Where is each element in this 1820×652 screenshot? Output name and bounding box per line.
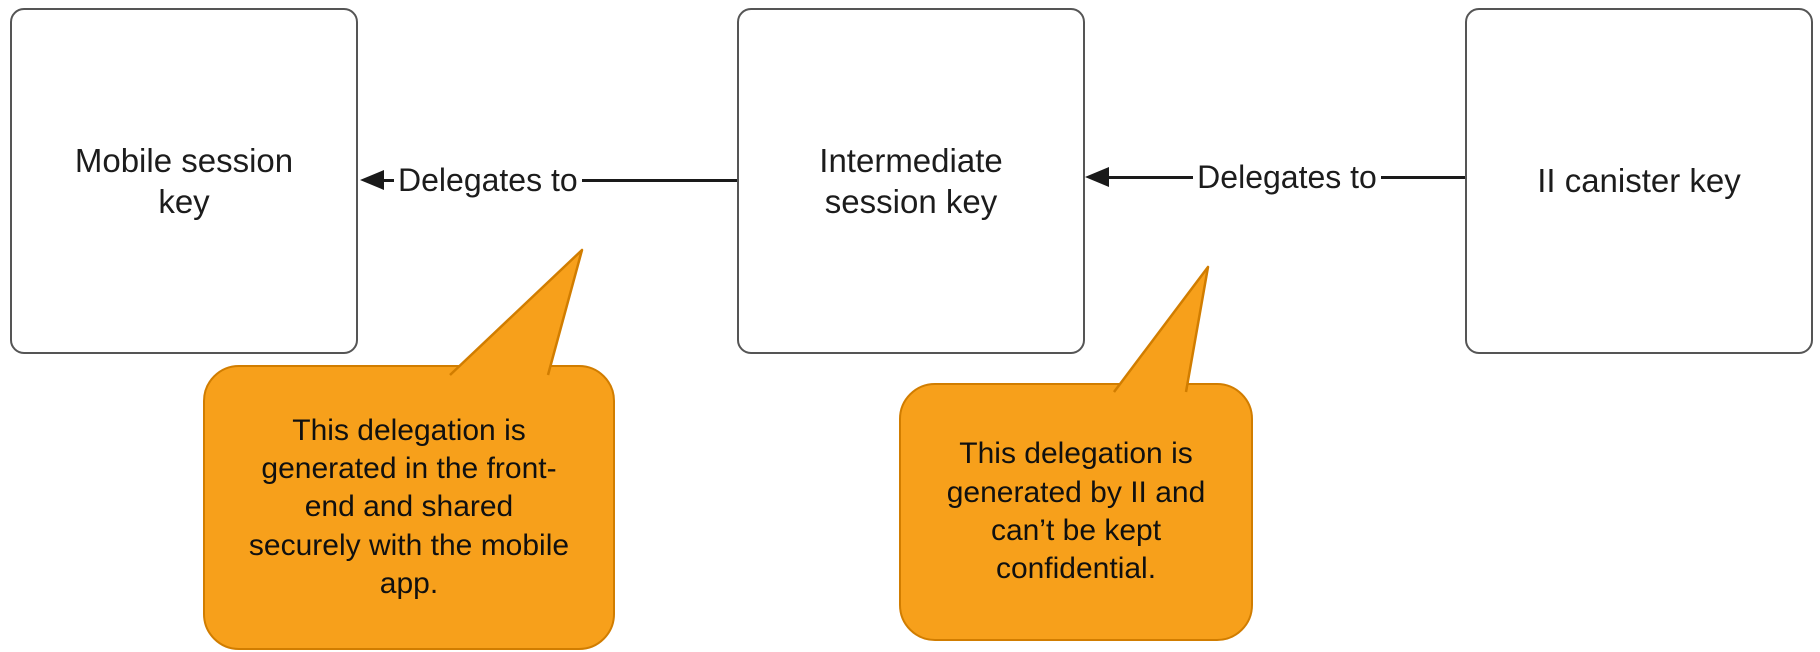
node-label-ii-canister-key: II canister key <box>1537 162 1741 200</box>
arrow-label-delegates-to: Delegates to <box>1197 158 1377 195</box>
arrow-line <box>581 178 737 182</box>
node-intermediate-session-key: Intermediate session key <box>737 8 1085 354</box>
arrowhead-left-icon <box>360 170 384 190</box>
arrow-canister-to-intermediate: Delegates to <box>1085 155 1466 199</box>
node-label-intermediate-session-key: Intermediate session key <box>819 141 1003 220</box>
arrow-intermediate-to-mobile: Delegates to <box>360 158 737 202</box>
callout-ii-delegation-text: This delegation is generated by II and c… <box>946 437 1206 586</box>
arrow-line <box>1380 175 1466 179</box>
node-label-mobile-session-key: Mobile session key <box>74 141 294 220</box>
arrow-line <box>384 178 394 182</box>
node-ii-canister-key: II canister key <box>1465 8 1813 354</box>
callout-tail-icon <box>449 248 584 376</box>
arrowhead-left-icon <box>1085 167 1109 187</box>
callout-frontend-delegation-text: This delegation is generated in the fron… <box>248 413 570 601</box>
callout-ii-delegation: This delegation is generated by II and c… <box>899 383 1253 641</box>
arrow-line <box>1109 175 1194 179</box>
arrow-label-delegates-to: Delegates to <box>398 161 578 198</box>
callout-frontend-delegation: This delegation is generated in the fron… <box>203 365 615 650</box>
node-mobile-session-key: Mobile session key <box>10 8 358 354</box>
callout-tail-icon <box>1113 265 1210 393</box>
